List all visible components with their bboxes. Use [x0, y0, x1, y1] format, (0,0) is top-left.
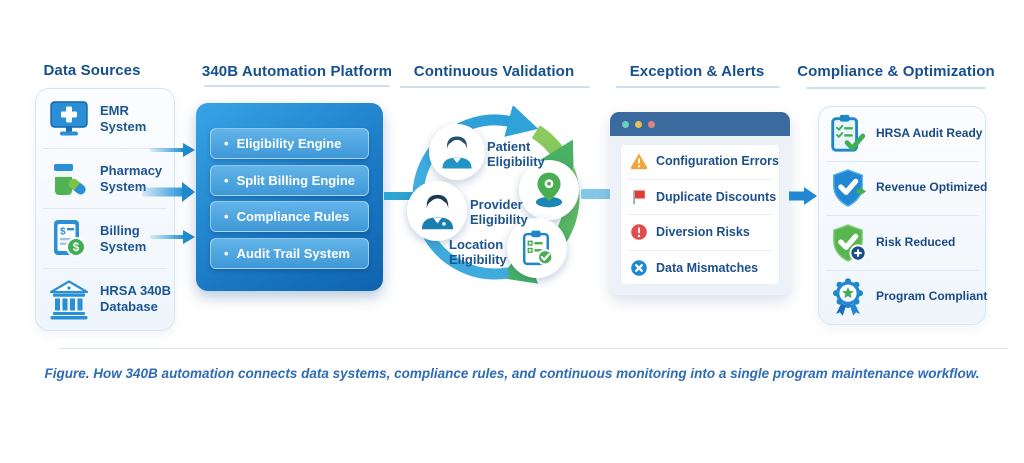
- red-flag-icon: [630, 188, 648, 206]
- alert-label: Configuration Errors: [656, 154, 779, 169]
- provider-circle: [407, 181, 467, 241]
- bullet: •: [224, 209, 229, 224]
- divider: [628, 249, 772, 251]
- warning-triangle-icon: [630, 152, 648, 170]
- alert-label: Data Mismatches: [656, 260, 759, 275]
- divider: [43, 148, 167, 149]
- list-item-label: Billing System: [100, 223, 147, 254]
- divider: [628, 214, 772, 215]
- list-item-label: HRSA Audit Ready: [876, 125, 983, 140]
- divider: [58, 348, 1008, 349]
- shield-check-green-icon: [827, 222, 869, 264]
- patient-circle: [429, 124, 485, 180]
- svg-text:$: $: [73, 242, 80, 254]
- bullet: •: [224, 246, 229, 261]
- compliance-panel: HRSA Audit Ready Revenue Optimized: [818, 106, 988, 325]
- location-pin-icon: [528, 169, 570, 211]
- divider: [43, 268, 167, 269]
- column-title-platform: 340B Automation Platform: [201, 63, 393, 80]
- flow-connector: [581, 189, 611, 199]
- bullet: •: [224, 136, 229, 151]
- shield-check-blue-icon: [827, 167, 869, 209]
- divider: [826, 160, 978, 162]
- window-dot-yellow: [635, 120, 642, 128]
- patient-avatar-icon: [437, 132, 477, 172]
- platform-module-compliance-rules: • Compliance Rules: [210, 201, 369, 232]
- list-item-label: Pharmacy System: [100, 163, 163, 194]
- flow-arrow: [150, 141, 195, 159]
- automation-platform-box: • Eligibility Engine • Split Billing Eng…: [196, 103, 383, 291]
- platform-module-label: Split Billing Engine: [236, 173, 356, 188]
- window-dot-green: [622, 120, 629, 128]
- platform-module-label: Eligibility Engine: [236, 136, 342, 151]
- list-item-program-compliant: Program Compliant: [819, 271, 988, 325]
- audit-clipboard-icon: [827, 113, 869, 155]
- flow-arrow: [150, 228, 195, 246]
- window-dot-red: [648, 120, 655, 128]
- svg-text:$: $: [60, 226, 66, 237]
- header-underline: [616, 86, 780, 88]
- flow-arrow: [789, 187, 817, 205]
- platform-module-label: Compliance Rules: [236, 209, 350, 224]
- list-item-billing-system: $ $ Billing System: [36, 209, 174, 268]
- alert-item-configuration-errors: Configuration Errors: [620, 144, 780, 179]
- platform-module-split-billing-engine: • Split Billing Engine: [210, 165, 369, 196]
- validation-label-patient: Patient Eligibility: [487, 139, 545, 170]
- alert-item-data-mismatches: Data Mismatches: [620, 251, 780, 286]
- alerts-window-titlebar: [610, 112, 790, 136]
- hrsa-bank-icon: [47, 277, 91, 321]
- list-item-emr-system: EMR System: [36, 89, 174, 148]
- header-underline: [400, 86, 590, 88]
- list-item-label: HRSA 340B Database: [100, 283, 172, 314]
- divider: [43, 208, 167, 209]
- header-underline: [204, 85, 390, 87]
- checklist-circle: [507, 218, 567, 278]
- platform-module-label: Audit Trail System: [236, 246, 350, 261]
- provider-avatar-icon: [416, 190, 459, 233]
- location-circle: [519, 160, 579, 220]
- column-title-data-sources: Data Sources: [43, 62, 141, 79]
- list-item-label: Risk Reduced: [876, 234, 956, 249]
- data-sources-panel: EMR System Pharmacy System: [35, 88, 175, 331]
- alert-item-duplicate-discounts: Duplicate Discounts: [620, 180, 780, 215]
- flow-arrow: [142, 181, 195, 203]
- column-title-alerts: Exception & Alerts: [629, 63, 765, 80]
- platform-module-audit-trail-system: • Audit Trail System: [210, 238, 369, 269]
- figure-caption: Figure. How 340B automation connects dat…: [44, 366, 980, 381]
- column-title-validation: Continuous Validation: [413, 63, 575, 80]
- alert-label: Duplicate Discounts: [656, 189, 777, 204]
- list-item-pharmacy-system: Pharmacy System: [36, 149, 174, 208]
- list-item-revenue-optimized: Revenue Optimized: [819, 162, 988, 216]
- alert-item-diversion-risks: Diversion Risks: [620, 215, 780, 250]
- list-item-risk-reduced: Risk Reduced: [819, 216, 985, 270]
- list-item-label: Program Compliant: [876, 289, 988, 304]
- emr-monitor-icon: [47, 97, 91, 141]
- exclamation-circle-icon: [630, 223, 648, 241]
- billing-tablet-icon: $ $: [47, 217, 91, 261]
- pharmacy-bottle-icon: [47, 157, 91, 201]
- divider: [628, 178, 772, 180]
- list-item-label: Revenue Optimized: [876, 180, 988, 195]
- divider: [826, 215, 978, 216]
- header-underline: [806, 87, 986, 89]
- validation-label-provider: Provider Eligibility: [470, 197, 528, 228]
- x-circle-icon: [630, 259, 648, 277]
- list-item-hrsa-audit-ready: HRSA Audit Ready: [819, 107, 985, 161]
- alerts-window: Configuration Errors Duplicate Discounts: [610, 112, 790, 295]
- checklist-icon: [517, 228, 558, 269]
- divider: [826, 269, 978, 271]
- alert-label: Diversion Risks: [656, 225, 750, 240]
- bullet: •: [224, 173, 229, 188]
- list-item-label: EMR System: [100, 103, 147, 134]
- alerts-list: Configuration Errors Duplicate Discounts: [620, 144, 780, 285]
- platform-module-eligibility-engine: • Eligibility Engine: [210, 128, 369, 159]
- list-item-hrsa-database: HRSA 340B Database: [36, 269, 174, 328]
- validation-label-location: Location Eligibility: [449, 237, 507, 268]
- column-title-compliance: Compliance & Optimization: [797, 63, 995, 80]
- award-badge-icon: [827, 276, 869, 318]
